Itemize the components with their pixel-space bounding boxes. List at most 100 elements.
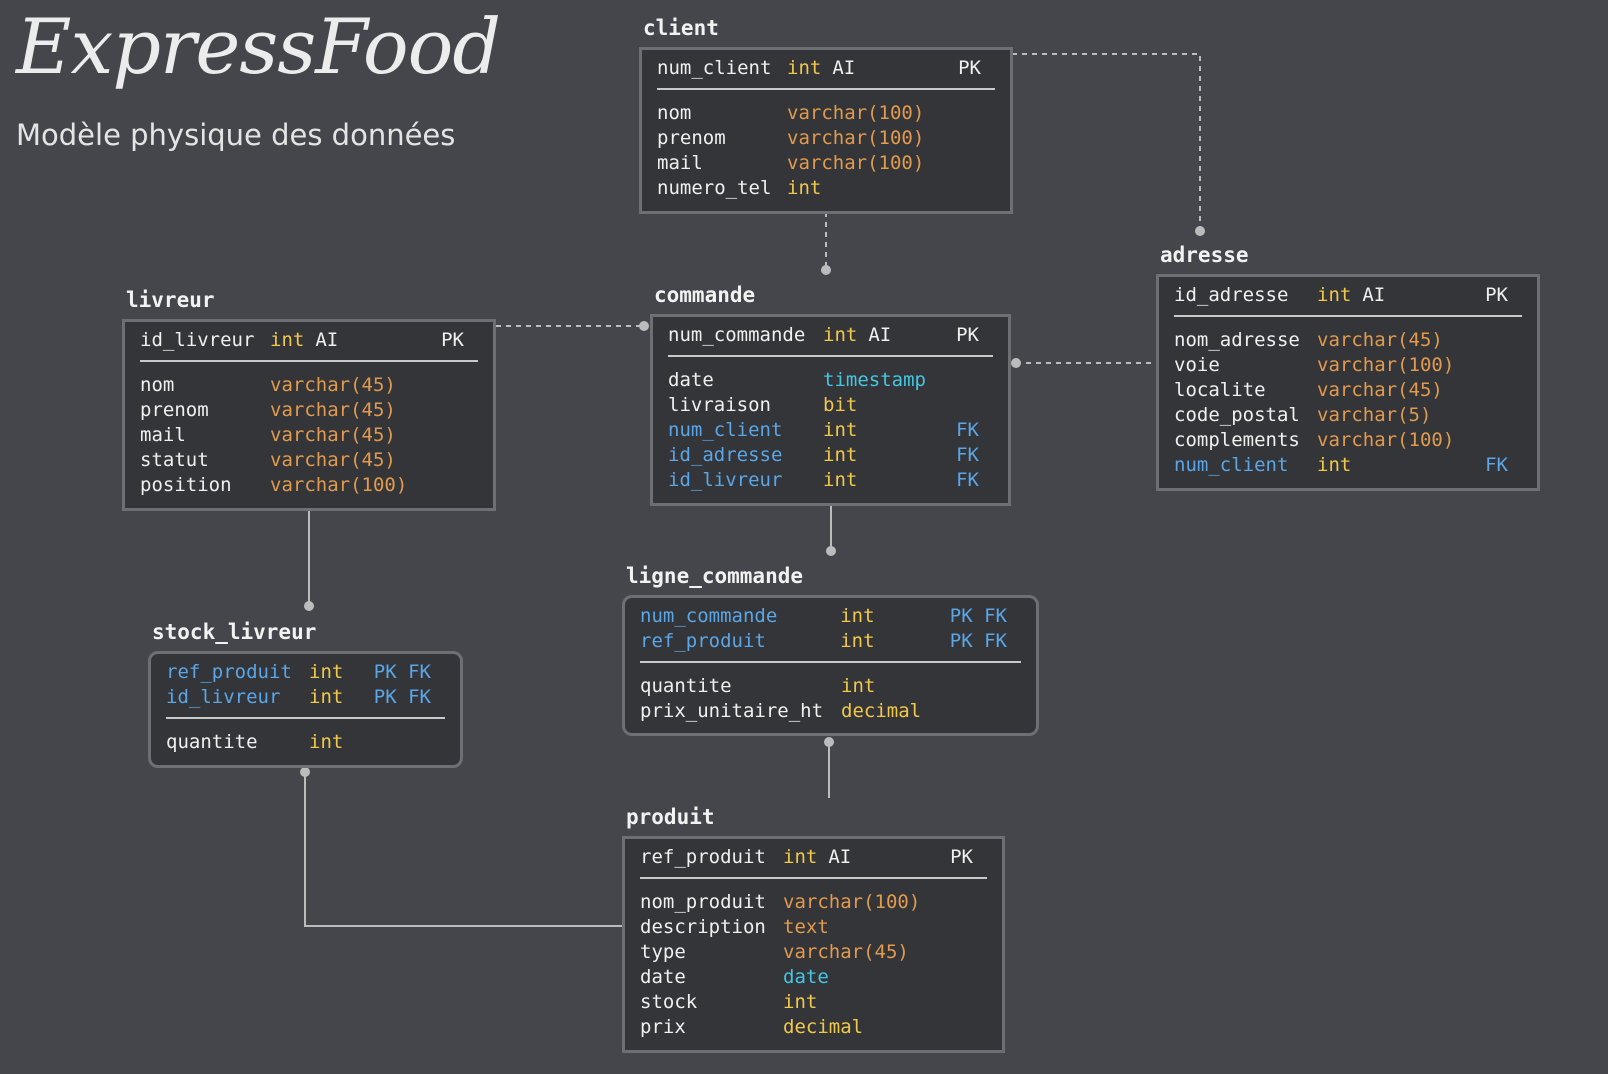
column-type: int (787, 57, 822, 79)
column-type: varchar(100) (1317, 354, 1455, 376)
link-client-adresse (1012, 53, 1201, 230)
auto-increment-flag: AI (828, 846, 852, 868)
key-flag: PK (958, 57, 981, 79)
auto-increment-flag: AI (868, 324, 892, 346)
column-row: num_commande int AI PK (668, 323, 993, 348)
key-flag: PK FK (949, 605, 1007, 627)
table-title: client (643, 16, 719, 40)
key-flag: PK (1485, 284, 1508, 306)
table-title: stock_livreur (152, 620, 317, 644)
key-flag: FK (956, 444, 979, 466)
column-name: id_adresse (1174, 284, 1289, 306)
column-type: int (840, 630, 875, 652)
column-row: mail varchar(100) (657, 151, 995, 176)
column-name: nom_produit (640, 891, 766, 913)
column-name: code_postal (1174, 404, 1300, 426)
column-type: varchar(100) (787, 152, 925, 174)
column-type: timestamp (823, 369, 926, 391)
column-type: int (823, 419, 858, 441)
column-name: stock (640, 991, 698, 1013)
column-name: quantite (640, 675, 732, 697)
connector-dot (821, 265, 831, 275)
key-separator (166, 717, 445, 719)
column-type: varchar(100) (787, 127, 925, 149)
column-type: int (309, 661, 344, 683)
column-name: ref_produit (640, 846, 766, 868)
column-name: id_adresse (668, 444, 783, 466)
column-name: mail (657, 152, 703, 174)
key-flag: PK (950, 846, 973, 868)
link-produit-stock (304, 772, 622, 927)
column-row: ref_produit int AI PK (640, 845, 987, 870)
column-name: type (640, 941, 686, 963)
column-type: varchar(100) (1317, 429, 1455, 451)
column-name: num_client (657, 57, 772, 79)
connector-dot (824, 737, 834, 747)
column-row: prenom varchar(100) (657, 126, 995, 151)
column-type: varchar(45) (270, 424, 396, 446)
column-type: int (787, 177, 822, 199)
column-type: int (823, 324, 858, 346)
key-flag: PK (441, 329, 464, 351)
column-row: voie varchar(100) (1174, 353, 1522, 378)
key-separator (668, 355, 993, 357)
column-type: int (841, 675, 876, 697)
column-type: int (840, 605, 875, 627)
table-title: ligne_commande (626, 564, 804, 588)
key-flag: PK (956, 324, 979, 346)
column-type: varchar(100) (787, 102, 925, 124)
column-type: varchar(45) (270, 449, 396, 471)
diagram-subtitle: Modèle physique des données (16, 118, 456, 152)
column-name: id_livreur (668, 469, 783, 491)
column-type: varchar(45) (270, 374, 396, 396)
column-name: num_commande (668, 324, 806, 346)
column-name: voie (1174, 354, 1220, 376)
column-row: stock int (640, 990, 987, 1015)
connector-dot (1195, 226, 1205, 236)
column-type: varchar(5) (1317, 404, 1432, 426)
column-type: varchar(45) (1317, 329, 1443, 351)
brand-title: ExpressFood (16, 2, 501, 91)
column-type: int (783, 991, 818, 1013)
auto-increment-flag: AI (832, 57, 856, 79)
column-type: int (783, 846, 818, 868)
column-name: prenom (657, 127, 726, 149)
column-type: int (1317, 454, 1352, 476)
table-title: produit (626, 805, 715, 829)
column-name: date (640, 966, 686, 988)
table-title: livreur (126, 288, 215, 312)
column-row: quantite int (640, 674, 1021, 699)
column-type: int (270, 329, 305, 351)
connector-dot (639, 321, 649, 331)
